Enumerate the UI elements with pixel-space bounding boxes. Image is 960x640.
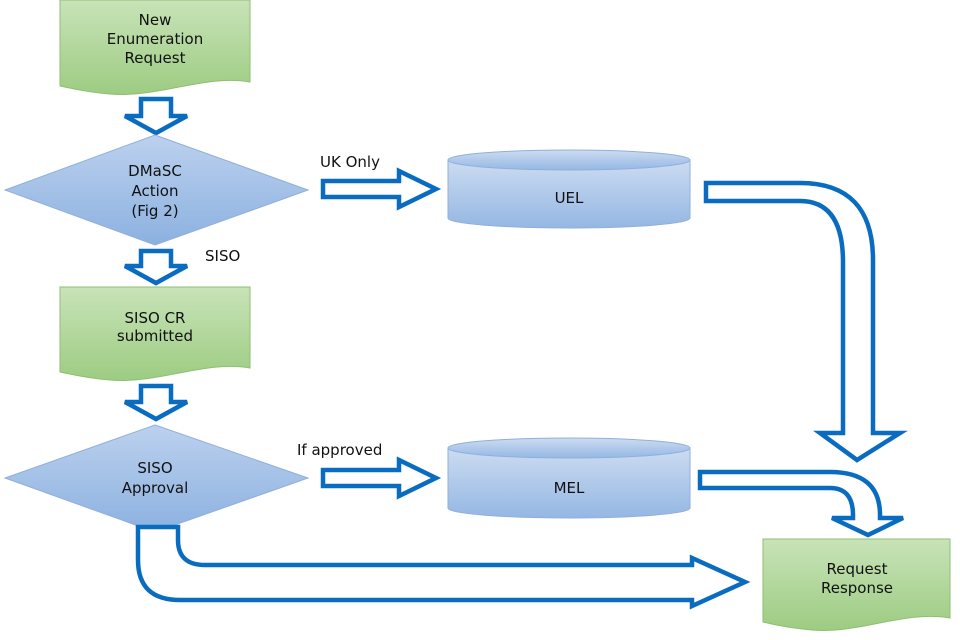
- document-request-response: Request Response: [762, 538, 951, 631]
- label: Enumeration: [107, 30, 203, 48]
- arrow-down-icon: [123, 248, 189, 286]
- decision-dmasc-action: DMaSC Action (Fig 2): [3, 134, 310, 246]
- curved-arrow-icon: [697, 469, 904, 538]
- label: submitted: [117, 327, 193, 345]
- edge-label-if-approved: If approved: [297, 441, 382, 459]
- arrow-down-icon: [123, 96, 189, 136]
- label: Approval: [122, 479, 189, 497]
- label: Request: [125, 49, 186, 67]
- edge-label-siso: SISO: [205, 247, 240, 265]
- label: DMaSC: [128, 162, 182, 180]
- label: Request: [827, 560, 888, 578]
- label: Response: [821, 579, 893, 597]
- label: (Fig 2): [131, 202, 178, 220]
- arrow-right-icon: [320, 167, 442, 211]
- arrow-right-icon: [320, 456, 442, 500]
- curved-arrow-icon: [135, 524, 751, 610]
- arrow-down-icon: [123, 383, 189, 422]
- label: New: [139, 11, 172, 29]
- database-mel: MEL: [447, 437, 691, 519]
- decision-siso-approval: SISO Approval: [3, 424, 310, 533]
- database-uel: UEL: [447, 149, 691, 229]
- label: Action: [132, 182, 179, 200]
- label: UEL: [555, 189, 584, 207]
- document-new-enumeration-request: New Enumeration Request: [59, 0, 251, 95]
- label: MEL: [554, 479, 585, 497]
- label: SISO: [137, 459, 172, 477]
- label: SISO CR: [125, 309, 186, 327]
- document-siso-cr-submitted: SISO CR submitted: [59, 286, 251, 381]
- edge-label-uk-only: UK Only: [320, 153, 380, 171]
- curved-arrow-icon: [703, 180, 908, 463]
